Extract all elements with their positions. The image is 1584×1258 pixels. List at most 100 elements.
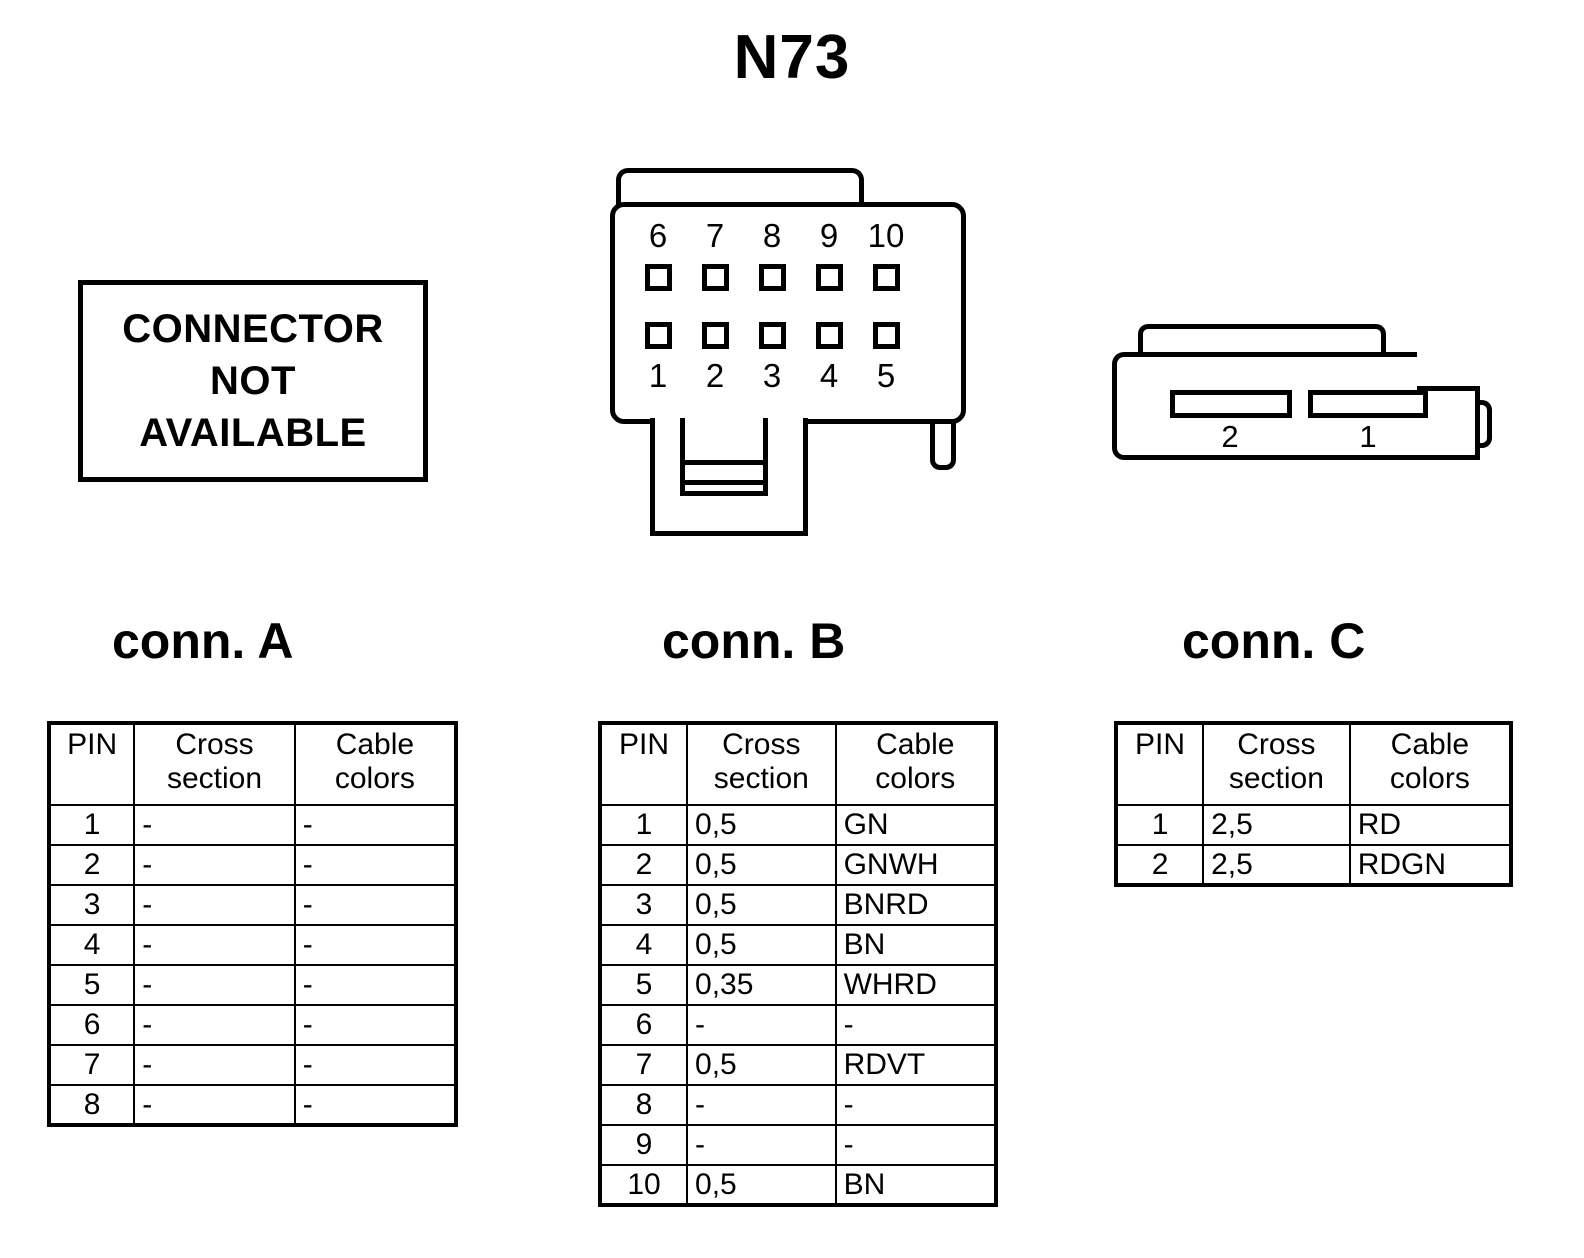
table-header-row: PIN Cross section Cable colors [47, 722, 458, 806]
cell-cross-section: - [133, 804, 296, 846]
cell-cable-colors: - [293, 844, 458, 886]
cell-cross-section: - [686, 1084, 837, 1126]
cell-pin: 1 [47, 804, 136, 846]
connector-b-pin-socket-9 [816, 264, 843, 291]
header-cross-section: Cross section [1202, 722, 1351, 806]
connector-b-pin-label-9: 9 [819, 217, 839, 254]
cell-cable-colors: - [293, 964, 458, 1006]
cell-pin: 5 [47, 964, 136, 1006]
connector-c-slot-2 [1170, 390, 1292, 418]
connector-b-pin-socket-8 [759, 264, 786, 291]
header-colors-line1: Cable [876, 728, 955, 761]
connector-b-pin-label-8: 8 [762, 217, 782, 254]
heading-conn-b: conn. B [662, 613, 846, 669]
cell-cross-section: - [133, 1044, 296, 1086]
cell-pin: 3 [598, 884, 689, 926]
cell-cable-colors: - [293, 1084, 458, 1126]
header-colors-line2: colors [875, 762, 956, 795]
cell-pin: 10 [598, 1164, 689, 1206]
header-cross-section: Cross section [686, 722, 837, 806]
cell-cable-colors: WHRD [834, 964, 998, 1006]
connector-b-pin-socket-10 [873, 264, 900, 291]
connector-not-available-box: CONNECTOR NOT AVAILABLE [78, 280, 428, 482]
header-cross-section: Cross section [133, 722, 296, 806]
cell-cross-section: 0,5 [686, 884, 837, 926]
cell-cross-section: - [133, 964, 296, 1006]
header-cable-colors: Cable colors [834, 722, 998, 806]
connector-b-body [610, 202, 966, 424]
cell-pin: 8 [598, 1084, 689, 1126]
cell-cross-section: 0,5 [686, 804, 837, 846]
cell-cable-colors: RDVT [834, 1044, 998, 1086]
cell-cable-colors: - [834, 1004, 998, 1046]
heading-conn-a: conn. A [112, 613, 294, 669]
header-cross-line2: section [1228, 762, 1324, 795]
connector-b-diagram: 6 7 8 9 10 1 2 3 4 5 [600, 160, 990, 550]
cell-pin: 8 [47, 1084, 136, 1126]
connector-b-pin-label-3: 3 [762, 357, 782, 394]
cell-cable-colors: - [834, 1084, 998, 1126]
connector-b-right-foot [930, 418, 956, 470]
cell-cross-section: - [686, 1124, 837, 1166]
connector-b-pin-socket-2 [702, 322, 729, 349]
pin-table-conn-a: PIN Cross section Cable colors 1--2--3--… [47, 721, 458, 1127]
connector-b-pin-label-7: 7 [705, 217, 725, 254]
cell-cable-colors: - [293, 884, 458, 926]
table-row: 6-- [47, 1004, 458, 1046]
header-pin: PIN [47, 722, 136, 806]
table-row: 4-- [47, 924, 458, 966]
cell-cross-section: 2,5 [1202, 804, 1351, 846]
cell-cable-colors: RD [1348, 804, 1513, 846]
table-row: 6-- [598, 1004, 998, 1046]
cell-cross-section: - [133, 1004, 296, 1046]
table-header-row: PIN Cross section Cable colors [598, 722, 998, 806]
table-row: 8-- [47, 1084, 458, 1126]
cell-cable-colors: RDGN [1348, 844, 1513, 886]
cell-cross-section: 0,5 [686, 924, 837, 966]
cell-cross-section: 0,35 [686, 964, 837, 1006]
header-cable-colors: Cable colors [293, 722, 458, 806]
connector-b-pin-label-10: 10 [867, 217, 905, 254]
cell-pin: 7 [47, 1044, 136, 1086]
table-row: 8-- [598, 1084, 998, 1126]
cell-cable-colors: BNRD [834, 884, 998, 926]
cell-cross-section: 0,5 [686, 844, 837, 886]
header-colors-line1: Cable [1390, 728, 1470, 761]
cell-cross-section: - [686, 1004, 837, 1046]
not-available-line-3: AVAILABLE [139, 411, 367, 455]
connector-b-pin-label-1: 1 [648, 357, 668, 394]
cell-cable-colors: - [293, 924, 458, 966]
cell-pin: 4 [47, 924, 136, 966]
table-row: 2-- [47, 844, 458, 886]
connector-b-pin-socket-5 [873, 322, 900, 349]
connector-b-pin-label-6: 6 [648, 217, 668, 254]
cell-pin: 1 [598, 804, 689, 846]
cell-pin: 6 [598, 1004, 689, 1046]
header-pin: PIN [1114, 722, 1205, 806]
header-cable-colors: Cable colors [1348, 722, 1513, 806]
cell-pin: 5 [598, 964, 689, 1006]
connector-c-pin-label-1: 1 [1359, 419, 1377, 454]
cell-pin: 2 [47, 844, 136, 886]
connector-c-slot-1 [1308, 390, 1428, 418]
header-pin: PIN [598, 722, 689, 806]
cell-pin: 2 [598, 844, 689, 886]
cell-cross-section: 2,5 [1202, 844, 1351, 886]
header-cross-line1: Cross [722, 728, 801, 761]
connector-b-latch-rib-1 [680, 460, 768, 465]
connector-b-pin-label-5: 5 [876, 357, 896, 394]
cell-cable-colors: - [293, 1004, 458, 1046]
not-available-line-1: CONNECTOR [122, 307, 384, 351]
connector-b-pin-label-2: 2 [705, 357, 725, 394]
connector-b-pin-socket-3 [759, 322, 786, 349]
header-colors-line1: Cable [335, 728, 415, 761]
heading-conn-c: conn. C [1182, 613, 1366, 669]
